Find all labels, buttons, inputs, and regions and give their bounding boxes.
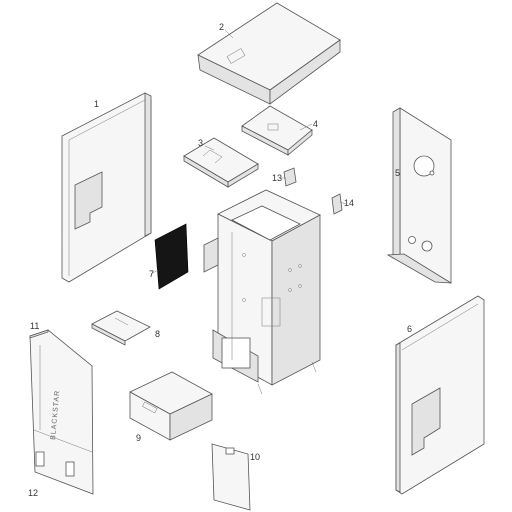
part-7-filter [154,223,189,290]
callout-1: 1 [94,99,99,109]
callouts: 1 2 3 4 5 6 7 8 9 10 11 12 13 14 [28,22,412,498]
callout-6: 6 [407,324,412,334]
callout-3: 3 [198,138,203,148]
part-9-drawer [129,371,213,441]
part-6-right-panel [395,295,485,495]
callout-7: 7 [149,269,154,279]
part-8-small-tray [91,310,151,346]
callout-10: 10 [250,452,260,462]
part-1-left-panel [61,92,152,283]
callout-5: 5 [395,168,400,178]
callout-4: 4 [313,119,318,129]
part-4-lid [241,105,313,156]
part-3-tray [183,137,259,188]
brand-label: BLACKSTAR [50,390,61,441]
central-body [203,189,321,395]
part-5-back-panel [386,107,452,284]
callout-2: 2 [219,22,224,32]
callout-13: 13 [272,173,282,183]
part-13-bracket [283,167,297,187]
callout-11: 11 [30,321,39,331]
leader-lines [150,29,347,275]
callout-8: 8 [155,329,160,339]
callout-12: 12 [28,488,38,498]
callout-14: 14 [344,198,354,208]
callout-9: 9 [136,433,141,443]
part-14-bracket [331,193,343,215]
part-2-top-cover [197,2,341,105]
part-10-small-panel [211,443,251,511]
part-11-12-front-door: BLACKSTAR [29,329,94,495]
